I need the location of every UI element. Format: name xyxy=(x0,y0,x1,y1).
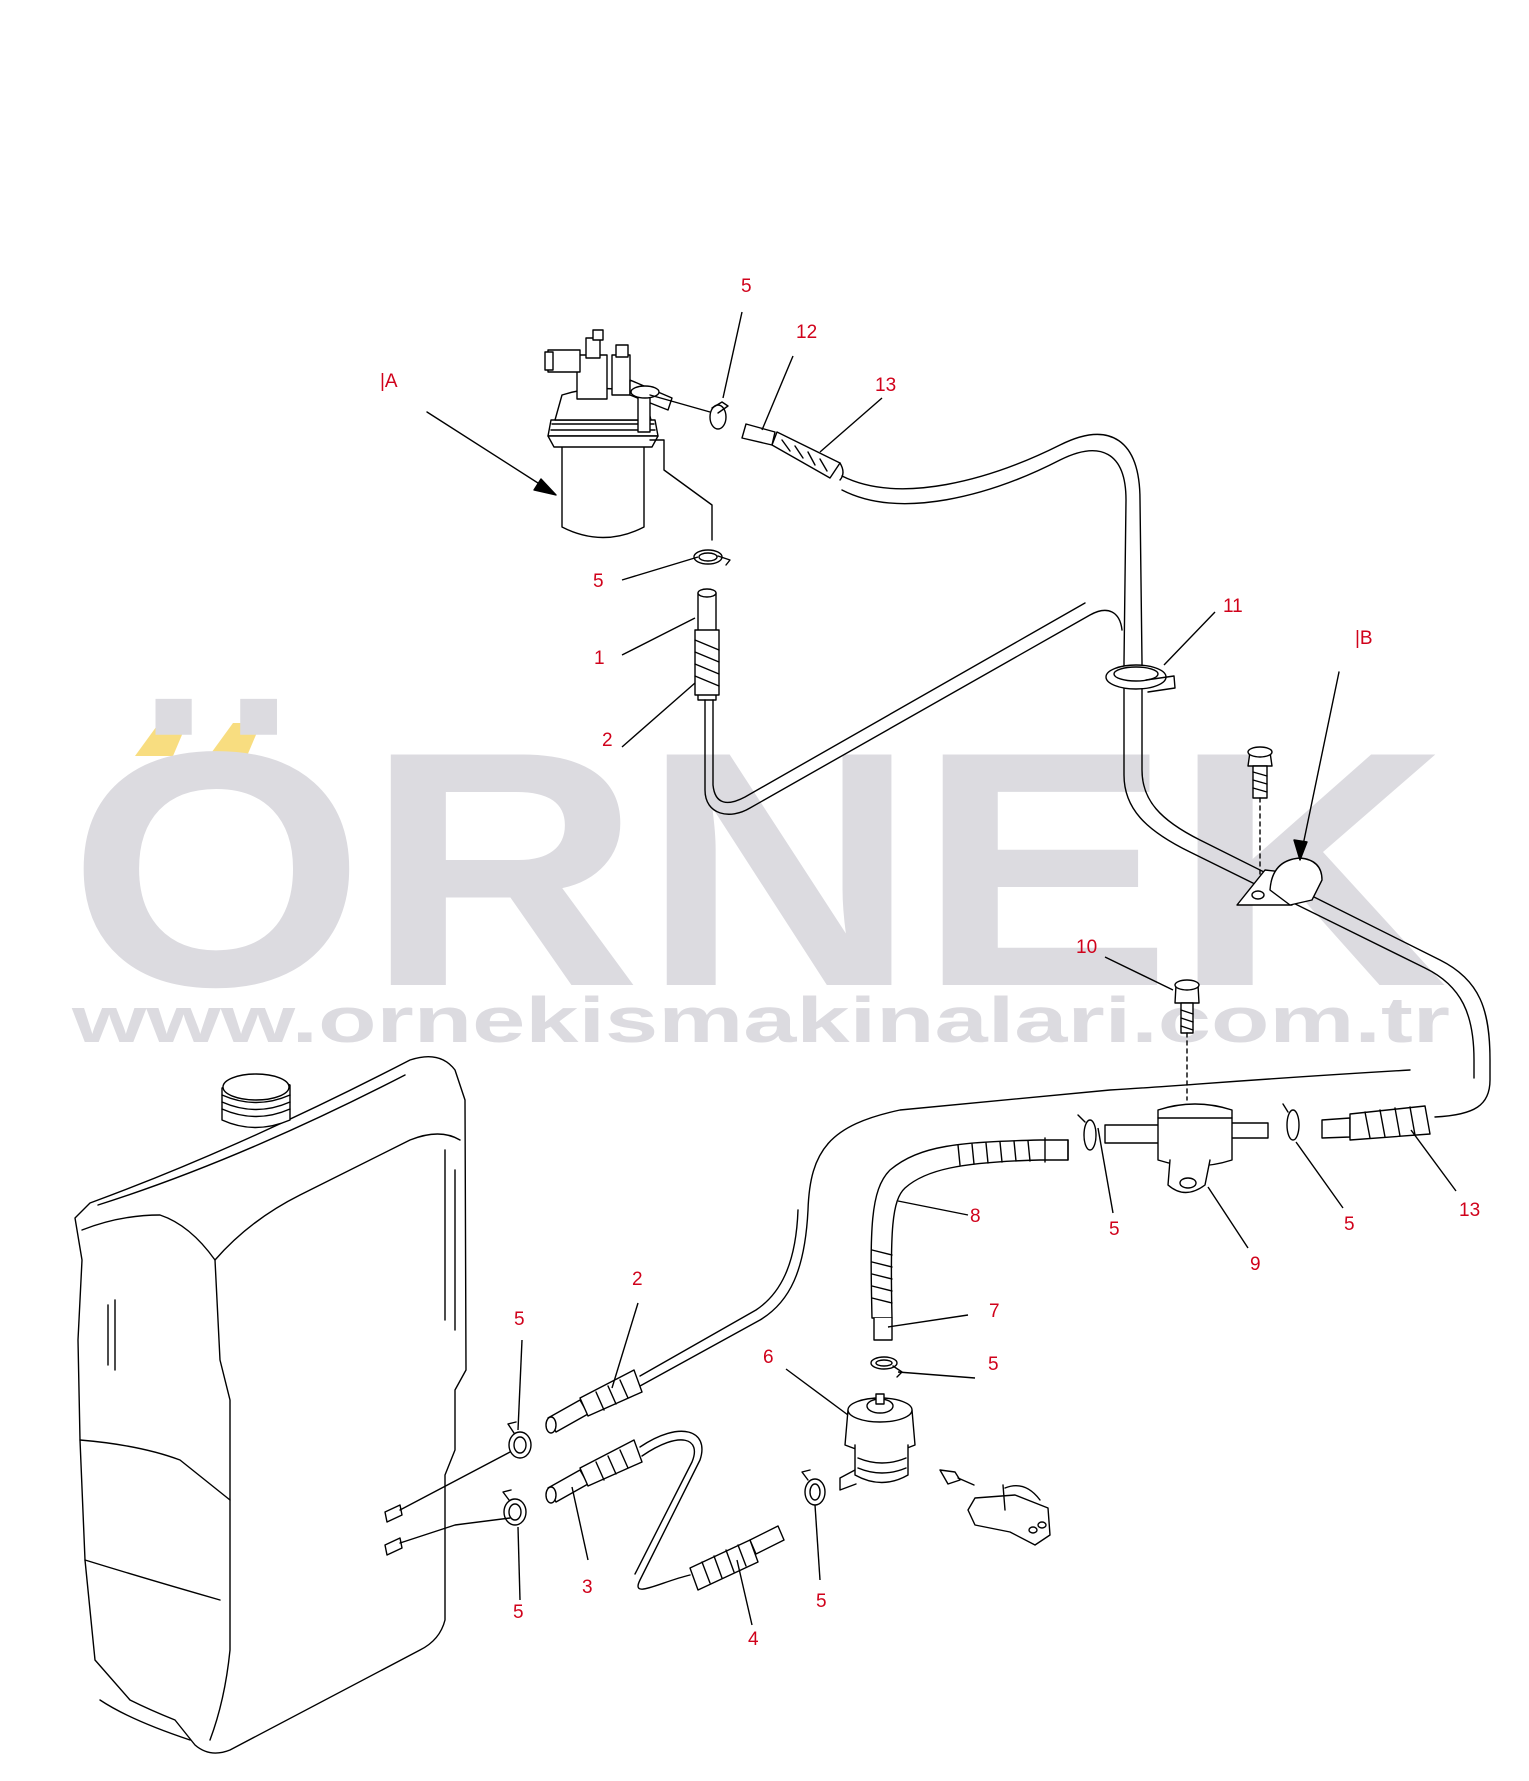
callout-5-hose7: 5 xyxy=(988,1354,999,1375)
bolt-bracket xyxy=(1247,746,1273,881)
leader-arrow-a xyxy=(426,411,553,493)
callout-13-top: 13 xyxy=(875,375,896,396)
hose-clamp-7 xyxy=(870,1356,903,1378)
callout-8: 8 xyxy=(970,1206,981,1227)
callout-9: 9 xyxy=(1250,1254,1261,1275)
callout-5-pump-left: 5 xyxy=(1109,1219,1120,1240)
callout-view-b: |B xyxy=(1355,628,1373,649)
strainer-6 xyxy=(839,1393,916,1491)
bolt-10 xyxy=(1174,979,1200,1101)
callout-2-lower: 2 xyxy=(632,1269,643,1290)
fuel-line-return-inner xyxy=(841,450,1475,1079)
hose-3 xyxy=(545,1439,643,1504)
fuel-line-supply xyxy=(639,1069,1411,1387)
fuel-line-supply-inner xyxy=(639,1209,799,1377)
hose-clamp-top xyxy=(709,401,729,430)
hose-12-13-top xyxy=(741,423,844,481)
strainer-bracket xyxy=(939,1469,1051,1546)
clamp-11 xyxy=(1105,664,1176,693)
watermark-umlaut-dot-right xyxy=(209,723,261,756)
callout-view-a: |A xyxy=(380,371,398,392)
callout-3: 3 xyxy=(582,1577,593,1598)
pump-clamp-left xyxy=(1077,1114,1097,1151)
callout-5-strainer: 5 xyxy=(816,1591,827,1612)
callout-5-filter: 5 xyxy=(593,571,604,592)
tank-clamp-lower xyxy=(502,1489,527,1526)
watermark-title: ÖRNEK xyxy=(68,682,1448,1056)
watermark-umlaut-dot-left xyxy=(135,723,187,756)
fuel-pump-9 xyxy=(1104,1103,1269,1194)
fuel-filter-assembly xyxy=(544,329,713,541)
hose-2-lower xyxy=(545,1369,643,1434)
line-art xyxy=(74,329,1491,1754)
callout-1: 1 xyxy=(594,648,605,669)
fuel-line-loop-inner xyxy=(634,1439,695,1575)
callout-leaders xyxy=(517,311,1457,1626)
callout-4: 4 xyxy=(748,1629,759,1650)
pump-clamp-right xyxy=(1282,1103,1300,1141)
fuel-tank xyxy=(74,1056,511,1754)
callout-5-top: 5 xyxy=(741,276,752,297)
hose-8-7 xyxy=(870,1137,1069,1341)
strainer-clamp xyxy=(801,1469,826,1506)
leader-arrow-b xyxy=(1301,671,1340,851)
arrowhead-b xyxy=(1293,839,1308,861)
hose-clamp-filter-bottom xyxy=(693,549,731,566)
watermark: ÖRNEK www.ornekismakinalari.com.tr xyxy=(68,682,1450,1056)
fuel-line-loop xyxy=(637,1430,703,1590)
callout-labels: |A |B 5 12 13 5 1 2 11 10 8 5 9 5 13 7 5… xyxy=(380,276,1480,1650)
hose-13-right xyxy=(1321,1105,1431,1141)
callout-2-upper: 2 xyxy=(602,730,613,751)
tank-clamp-upper xyxy=(507,1421,532,1459)
callout-7: 7 xyxy=(989,1301,1000,1322)
arrowhead-a xyxy=(533,478,557,496)
bracket-b xyxy=(1236,857,1323,906)
callout-10: 10 xyxy=(1076,937,1097,958)
callout-5-tank-lower: 5 xyxy=(513,1602,524,1623)
callout-6: 6 xyxy=(763,1347,774,1368)
watermark-url: www.ornekismakinalari.com.tr xyxy=(71,984,1450,1056)
hose-1-2-upper xyxy=(694,588,720,701)
callout-5-tank-upper: 5 xyxy=(514,1309,525,1330)
callout-13-right: 13 xyxy=(1459,1200,1480,1221)
fuel-line-feed-upper xyxy=(704,609,1123,815)
callout-12: 12 xyxy=(796,322,817,343)
fuel-line-feed-upper-inner xyxy=(712,602,1086,804)
callout-11: 11 xyxy=(1223,596,1243,617)
callout-5-pump-right: 5 xyxy=(1344,1214,1355,1235)
hose-4 xyxy=(689,1525,785,1591)
fuel-line-return-outer xyxy=(841,433,1491,1118)
